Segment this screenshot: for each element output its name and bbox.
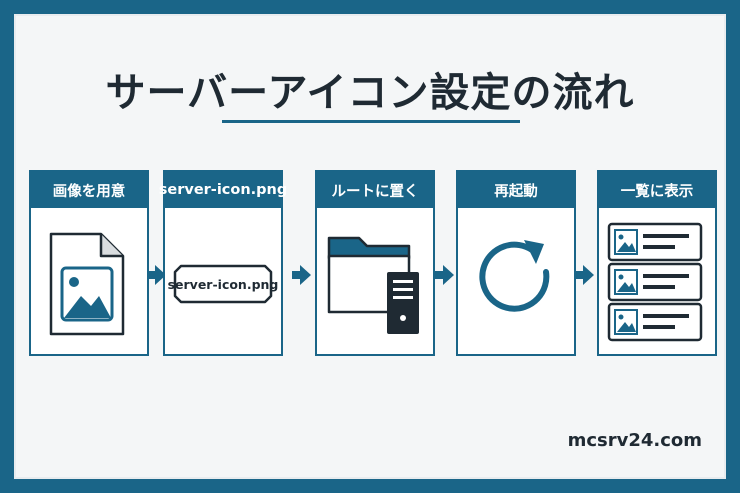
server-list-row bbox=[607, 222, 703, 262]
step-card-filename: server-icon.png server-icon.png bbox=[159, 170, 287, 356]
folder-server-icon bbox=[327, 236, 419, 334]
server-list-row bbox=[607, 302, 703, 342]
restart-icon bbox=[479, 240, 550, 312]
arrow-right-icon bbox=[292, 265, 311, 285]
step-label: 一覧に表示 bbox=[599, 172, 715, 208]
step-card-restart: 再起動 bbox=[456, 170, 576, 356]
arrow-right-icon bbox=[435, 265, 454, 285]
image-file-icon bbox=[49, 232, 125, 336]
arrow-right-icon bbox=[575, 265, 594, 285]
site-footer: mcsrv24.com bbox=[567, 430, 702, 451]
arrow-right-icon bbox=[147, 265, 166, 285]
step-card-prepare-image: 画像を用意 bbox=[29, 170, 149, 356]
step-label: ルートに置く bbox=[317, 172, 433, 208]
step-label: server-icon.png bbox=[159, 172, 287, 208]
server-list-icon bbox=[607, 222, 703, 342]
page-title: サーバーアイコン設定の流れ bbox=[105, 70, 635, 116]
filename-text: server-icon.png bbox=[168, 277, 279, 292]
step-label: 再起動 bbox=[458, 172, 574, 208]
filename-tag-icon: server-icon.png bbox=[168, 264, 279, 304]
server-list-row bbox=[607, 262, 703, 302]
step-card-place-in-root: ルートに置く bbox=[315, 170, 435, 356]
step-card-list-display: 一覧に表示 bbox=[597, 170, 717, 356]
step-label: 画像を用意 bbox=[31, 172, 147, 208]
title-underline bbox=[222, 120, 520, 123]
